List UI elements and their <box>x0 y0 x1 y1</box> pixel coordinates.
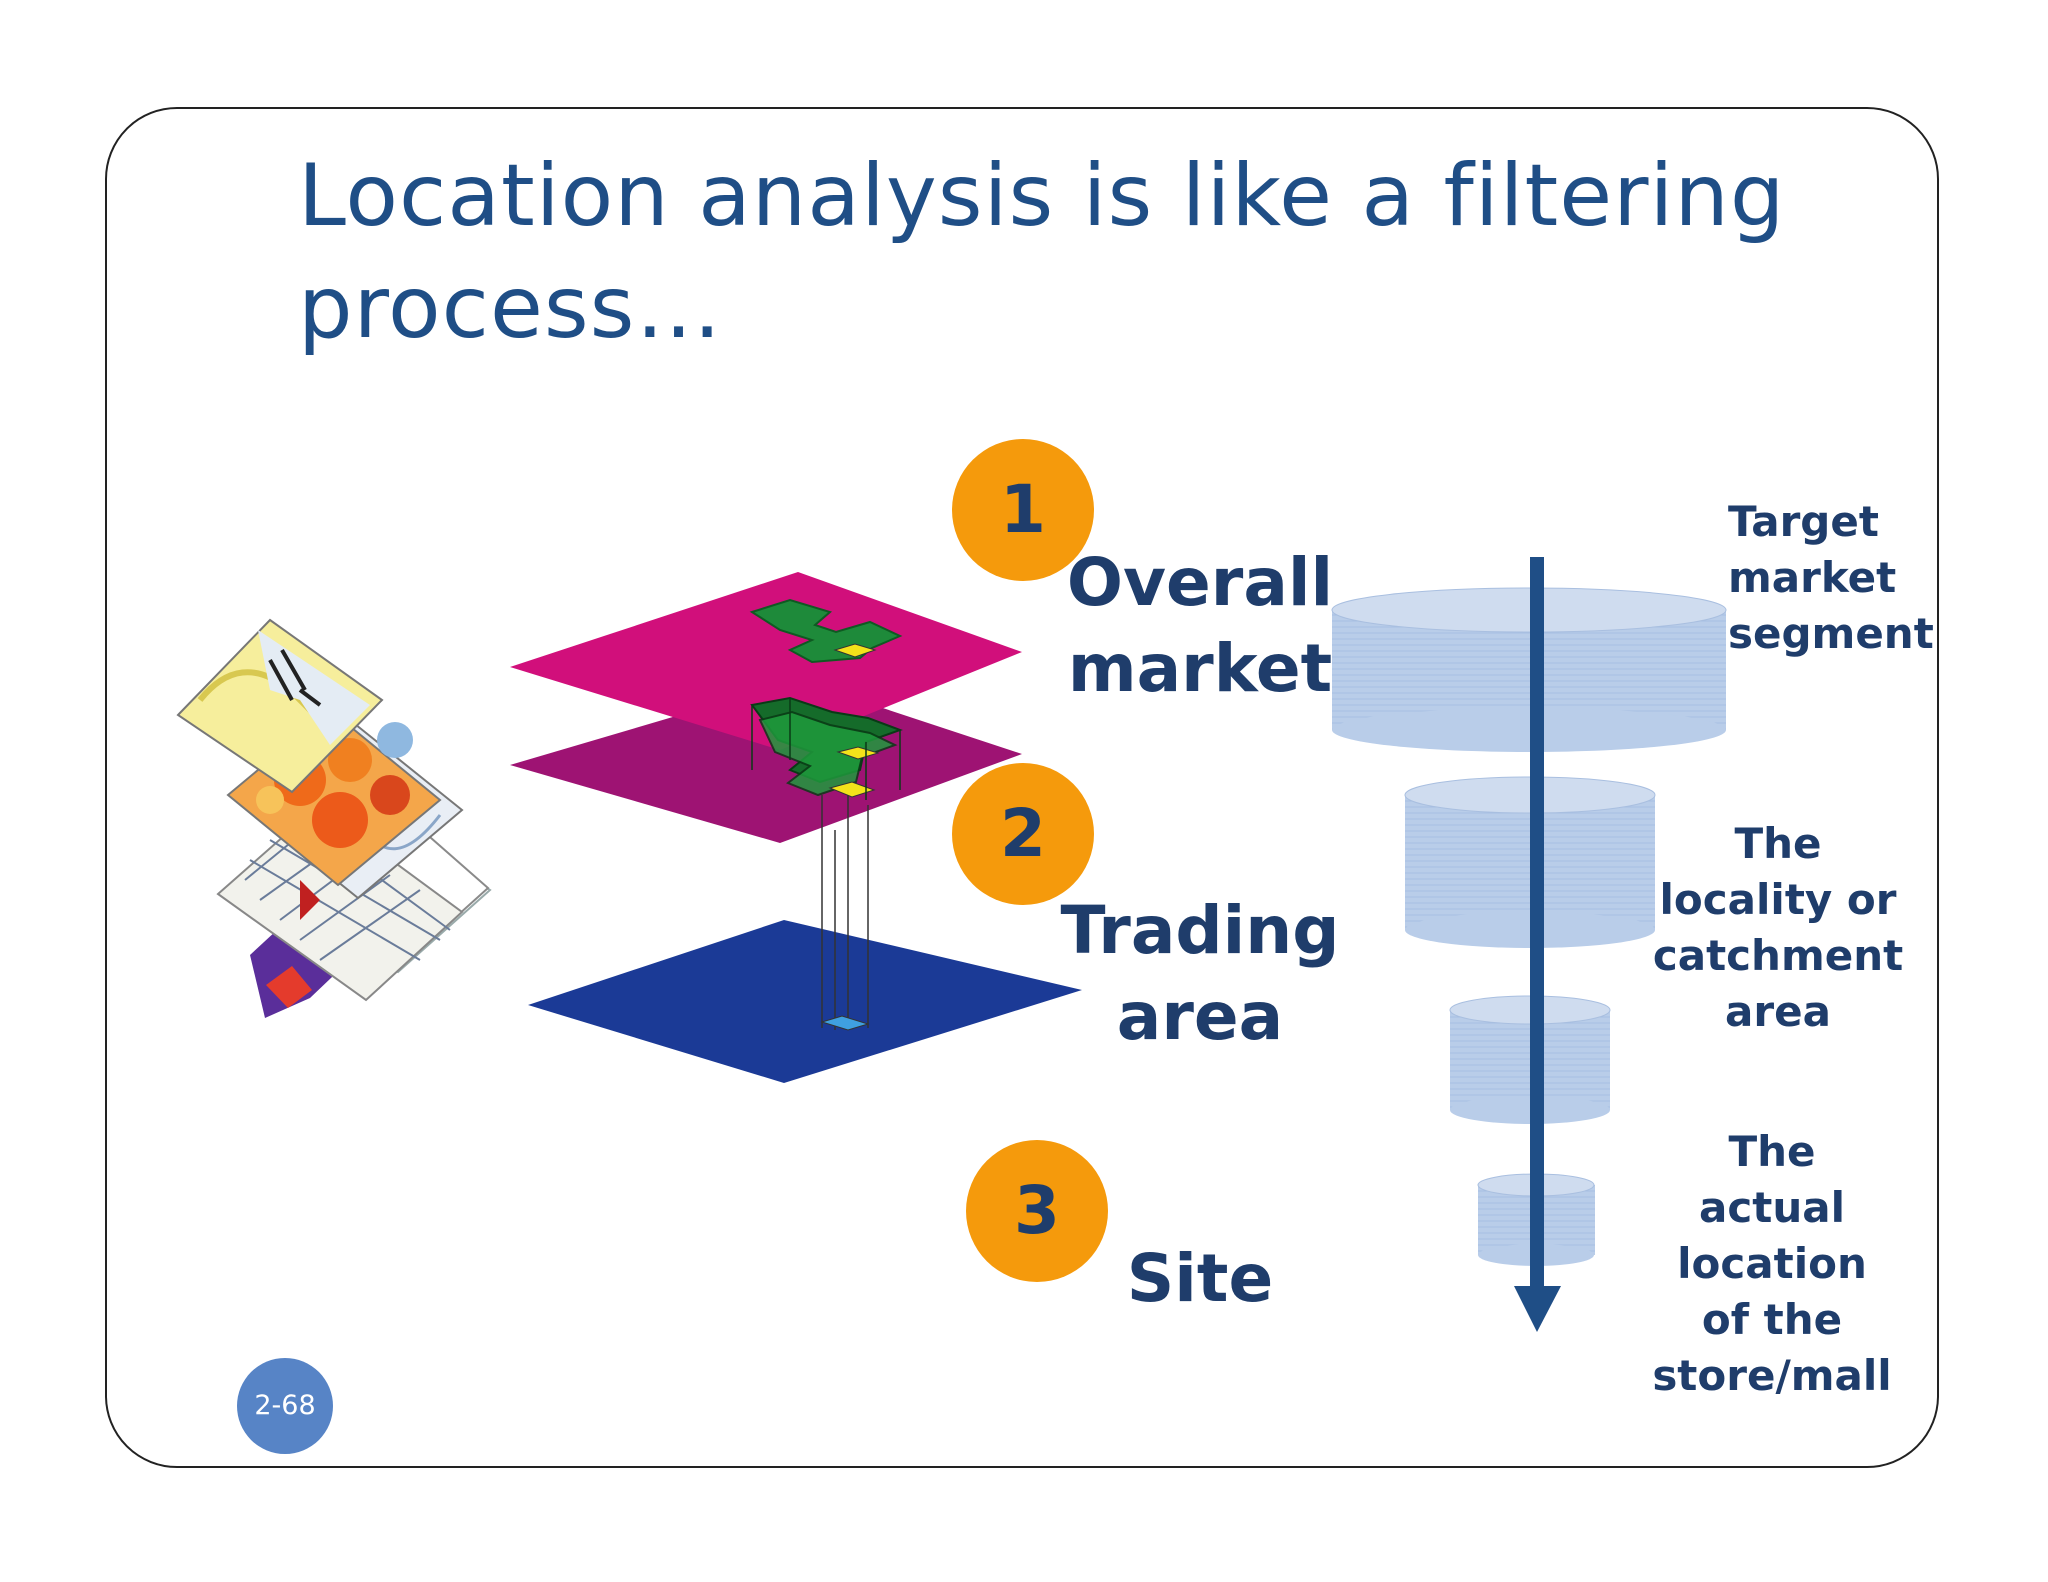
down-arrow-icon <box>1514 557 1561 1332</box>
step-1-label: Overall market <box>1060 540 1340 712</box>
gis-layer-stack-icon <box>510 572 1082 1083</box>
funnel-label-1-line-3: segment <box>1728 609 1934 658</box>
funnel-label-1-line-2: market <box>1728 553 1897 602</box>
funnel-label-1-line-1: Target <box>1728 497 1879 546</box>
step-2-label-line-2: area <box>1116 978 1284 1055</box>
step-2-badge: 2 <box>952 763 1094 905</box>
step-1-label-line-1: Overall <box>1066 544 1334 621</box>
funnel-label-3-line-1: The <box>1728 1127 1816 1176</box>
funnel-label-3-line-4: of the <box>1701 1295 1843 1344</box>
map-layers-icon <box>176 618 492 1018</box>
step-3-label: Site <box>1060 1236 1340 1322</box>
step-2-label: Trading area <box>1060 888 1340 1060</box>
funnel-label-target-market: Target market segment <box>1728 494 1934 662</box>
slide-number-badge: 2-68 <box>237 1358 333 1454</box>
step-1-badge: 1 <box>952 439 1094 581</box>
funnel-label-2-line-2: locality or <box>1659 875 1897 924</box>
funnel-label-2-line-3: catchment <box>1652 931 1904 980</box>
step-3-badge: 3 <box>966 1140 1108 1282</box>
step-2-label-line-1: Trading <box>1060 892 1340 969</box>
funnel-label-3-line-2: actual <box>1699 1183 1845 1232</box>
funnel-label-3-line-3: location <box>1677 1239 1867 1288</box>
funnel-label-3-line-5: store/mall <box>1652 1351 1892 1400</box>
funnel-label-2-line-1: The <box>1734 819 1822 868</box>
slide-title: Location analysis is like a filtering pr… <box>298 146 1786 358</box>
funnel-label-actual-location: The actual location of the store/mall <box>1642 1124 1902 1404</box>
step-3-label-line-1: Site <box>1126 1240 1274 1317</box>
funnel-label-2-line-4: area <box>1725 987 1831 1036</box>
step-1-label-line-2: market <box>1067 630 1333 707</box>
funnel-label-locality: The locality or catchment area <box>1648 816 1908 1040</box>
